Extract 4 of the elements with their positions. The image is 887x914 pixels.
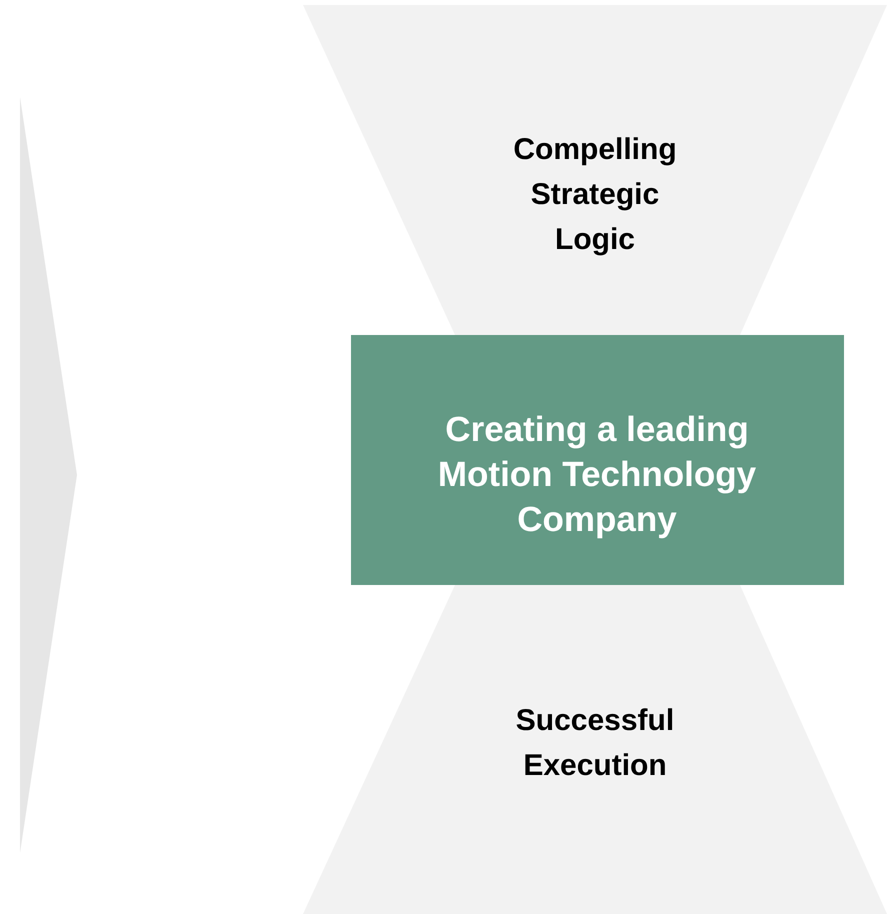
panel-heading: Compelling Strategic Logic xyxy=(512,132,678,258)
heading-text: Creating a leading Motion Technology Company xyxy=(436,409,758,541)
highlight-box xyxy=(351,335,844,585)
panel-heading: Successful Execution xyxy=(514,703,676,784)
